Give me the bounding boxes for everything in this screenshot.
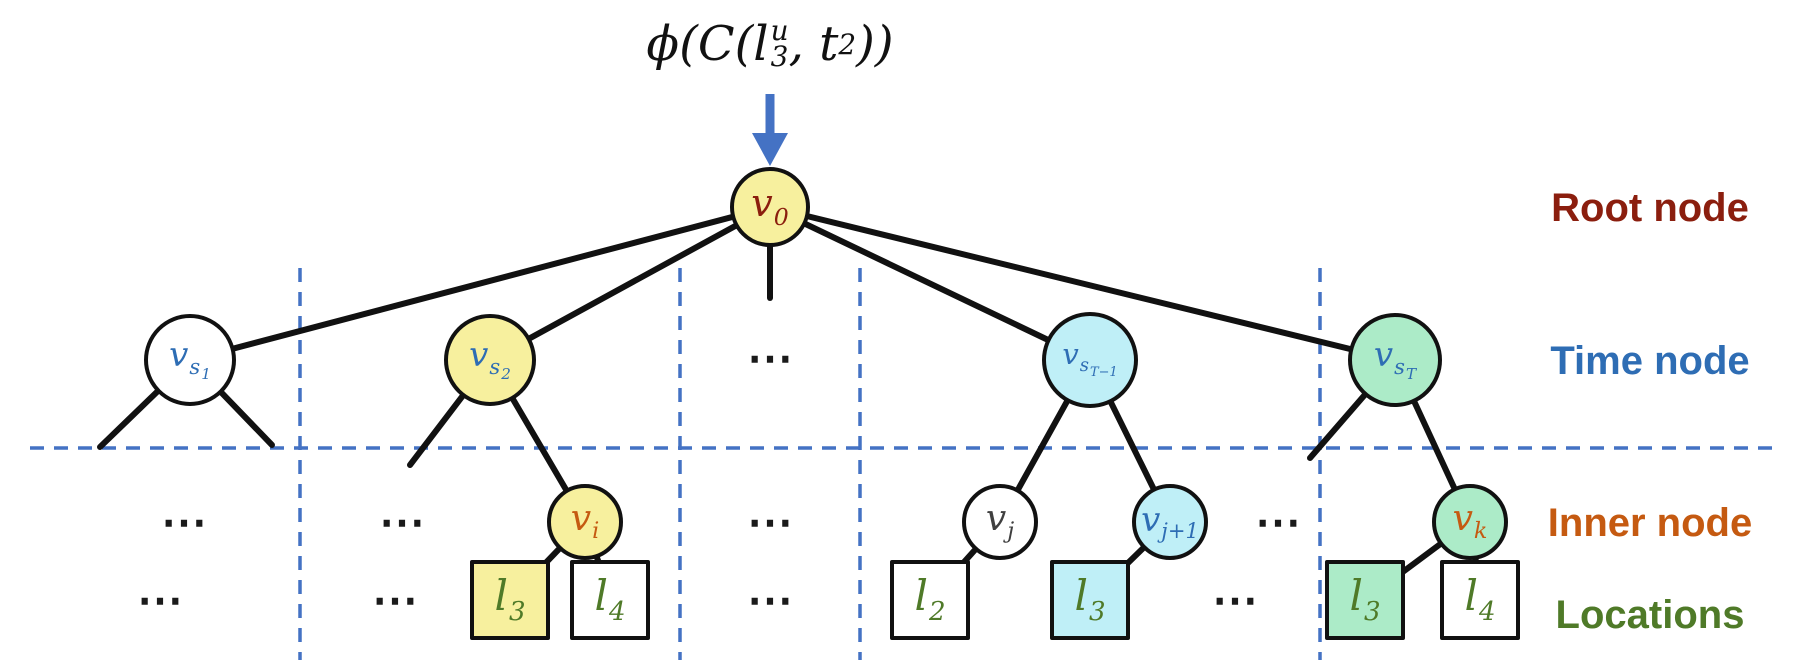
formula-mid: , t xyxy=(788,16,839,72)
label-sub-base: s xyxy=(1394,353,1405,379)
time-node-vst-1: vsT−1 xyxy=(1042,312,1138,408)
ellipsis-inner-row: ⋯ xyxy=(379,496,425,548)
location-node-l3-cyan: l3 xyxy=(1050,560,1130,640)
location-label: l3 xyxy=(1350,575,1381,627)
ellipsis-location-row: ⋯ xyxy=(1212,574,1258,626)
label-base: l xyxy=(494,571,508,621)
label-sub: j xyxy=(1007,518,1015,545)
edge-root-vst-1 xyxy=(767,204,1093,363)
label-sub: 4 xyxy=(1478,596,1496,627)
time-node-label: vs1 xyxy=(169,338,211,382)
legend-time-node: Time node xyxy=(1550,339,1750,383)
label-sub: sT−1 xyxy=(1079,355,1118,379)
down-arrow-icon xyxy=(752,94,788,166)
label-base: v xyxy=(570,498,592,540)
label-base: l xyxy=(594,571,608,621)
time-node-label: vsT xyxy=(1374,338,1416,382)
label-sub-base: s xyxy=(1079,355,1089,377)
location-label: l2 xyxy=(915,575,946,627)
label-base: l xyxy=(1349,571,1363,621)
inner-node-label: vj xyxy=(986,501,1014,543)
location-node-l3: l3 xyxy=(470,560,550,640)
label-base: v xyxy=(1452,498,1473,540)
label-sub: 3 xyxy=(1088,596,1106,627)
location-label: l4 xyxy=(1465,575,1496,627)
inner-node-vj: vj xyxy=(962,484,1038,560)
ellipsis-time-row: ⋯ xyxy=(747,332,793,384)
ellipsis-location-row: ⋯ xyxy=(137,574,183,626)
label-sub: s2 xyxy=(489,353,510,382)
location-label: l3 xyxy=(495,575,526,627)
time-node-vst: vsT xyxy=(1348,313,1442,407)
label-sub-base: s xyxy=(489,353,501,379)
edge-root-vs1 xyxy=(187,204,773,363)
formula-prefix: ϕ(C(l xyxy=(646,16,769,72)
ellipsis-inner-row: ⋯ xyxy=(747,496,793,548)
edge-root-vs2 xyxy=(487,204,773,363)
section-divider-lines xyxy=(30,268,1772,660)
label-subsub: T−1 xyxy=(1089,364,1118,380)
label-sub: 3 xyxy=(1363,596,1381,627)
label-subsub: 1 xyxy=(201,364,211,383)
time-node-vs2: vs2 xyxy=(444,314,536,406)
ellipsis-inner-row: ⋯ xyxy=(1255,496,1301,548)
root-node-v0: v0 xyxy=(730,167,810,247)
label-base: v xyxy=(1373,334,1394,375)
location-node-l4-right: l4 xyxy=(1440,560,1520,640)
location-node-l4: l4 xyxy=(570,560,650,640)
edge-root-vst xyxy=(767,204,1398,363)
inner-node-label: vk xyxy=(1453,501,1488,543)
inner-node-label: vj+1 xyxy=(1141,503,1199,542)
inner-node-vj1: vj+1 xyxy=(1132,484,1208,560)
label-sub: sT xyxy=(1394,353,1416,382)
location-label: l3 xyxy=(1075,575,1106,627)
inner-node-vi: vi xyxy=(547,484,623,560)
label-base: l xyxy=(1464,571,1478,621)
time-node-label: vs2 xyxy=(469,338,511,382)
label-sub-base: s xyxy=(189,353,201,379)
time-node-label: vsT−1 xyxy=(1062,340,1117,379)
label-sub: k xyxy=(1473,518,1488,545)
inner-node-label: vi xyxy=(571,501,599,543)
legend-locations: Locations xyxy=(1555,593,1745,637)
formula-superscript: u xyxy=(770,13,789,47)
formula-t-subscript: 2 xyxy=(838,27,857,61)
label-subsub: T xyxy=(1405,364,1417,383)
ellipsis-location-row: ⋯ xyxy=(372,574,418,626)
inner-node-vk: vk xyxy=(1432,484,1508,560)
label-base: v xyxy=(169,334,189,375)
location-node-l3-green: l3 xyxy=(1325,560,1405,640)
label-base: l xyxy=(914,571,928,621)
label-sub: 2 xyxy=(928,596,946,627)
label-base: v xyxy=(751,181,773,226)
location-node-l2: l2 xyxy=(890,560,970,640)
ellipsis-location-row: ⋯ xyxy=(747,574,793,626)
location-label: l4 xyxy=(595,575,626,627)
formula-subscript: 3 xyxy=(770,40,789,73)
legend-inner-node: Inner node xyxy=(1547,501,1753,545)
label-base: v xyxy=(985,498,1007,540)
label-base: v xyxy=(1141,499,1161,540)
label-sub: 0 xyxy=(773,203,789,232)
time-node-vs1: vs1 xyxy=(144,314,236,406)
root-node-label: v0 xyxy=(751,184,788,229)
label-sub: j+1 xyxy=(1161,518,1199,544)
ellipsis-inner-row: ⋯ xyxy=(161,496,207,548)
label-sub: i xyxy=(592,518,600,545)
label-sub: 3 xyxy=(508,596,526,627)
label-subsub: 2 xyxy=(501,364,511,383)
label-sub: s1 xyxy=(189,353,210,382)
label-base: v xyxy=(469,334,489,375)
legend-root-node: Root node xyxy=(1551,186,1749,230)
label-base: v xyxy=(1062,337,1079,372)
formula-suffix: )) xyxy=(856,16,894,72)
label-sub: 4 xyxy=(608,596,626,627)
label-base: l xyxy=(1074,571,1088,621)
